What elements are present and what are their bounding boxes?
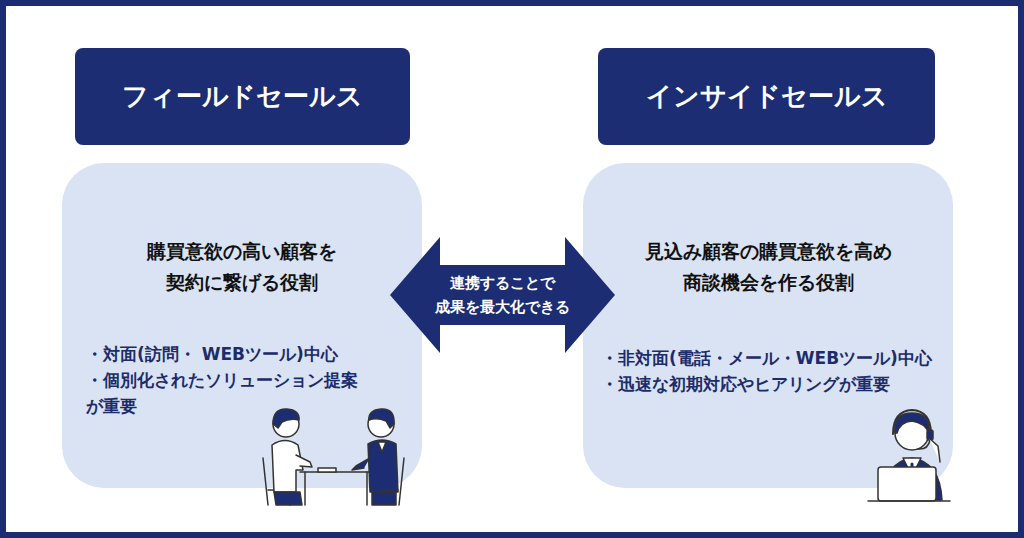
double-arrow	[390, 237, 615, 353]
bullet-item: ・対面(訪問・ WEBツール)中心	[86, 341, 386, 367]
role-heading: 見込み顧客の購買意欲を高め 商談機会を作る役割	[598, 236, 938, 298]
bullet-item: ・個別化されたソリューション提案 が重要	[86, 367, 386, 419]
bullet-item: ・迅速な初期対応やヒアリングが重要	[601, 371, 949, 397]
bullet-list: ・非対面(電話・メール・WEBツール)中心・迅速な初期対応やヒアリングが重要	[601, 345, 949, 397]
bullet-list: ・対面(訪問・ WEBツール)中心・個別化されたソリューション提案 が重要	[86, 341, 386, 419]
role-panel: 見込み顧客の購買意欲を高め 商談機会を作る役割・非対面(電話・メール・WEBツー…	[583, 163, 953, 488]
header-box: インサイドセールス	[598, 48, 935, 145]
header-box: フィールドセールス	[75, 48, 410, 145]
role-heading: 購買意欲の高い顧客を 契約に繋げる役割	[77, 236, 407, 298]
role-panel: 購買意欲の高い顧客を 契約に繋げる役割・対面(訪問・ WEBツール)中心・個別化…	[62, 163, 422, 488]
header-title: インサイドセールス	[646, 79, 888, 114]
arrow-label: 連携することで 成果を最大化できる	[423, 271, 583, 319]
bullet-item: ・非対面(電話・メール・WEBツール)中心	[601, 345, 949, 371]
header-title: フィールドセールス	[122, 79, 363, 114]
